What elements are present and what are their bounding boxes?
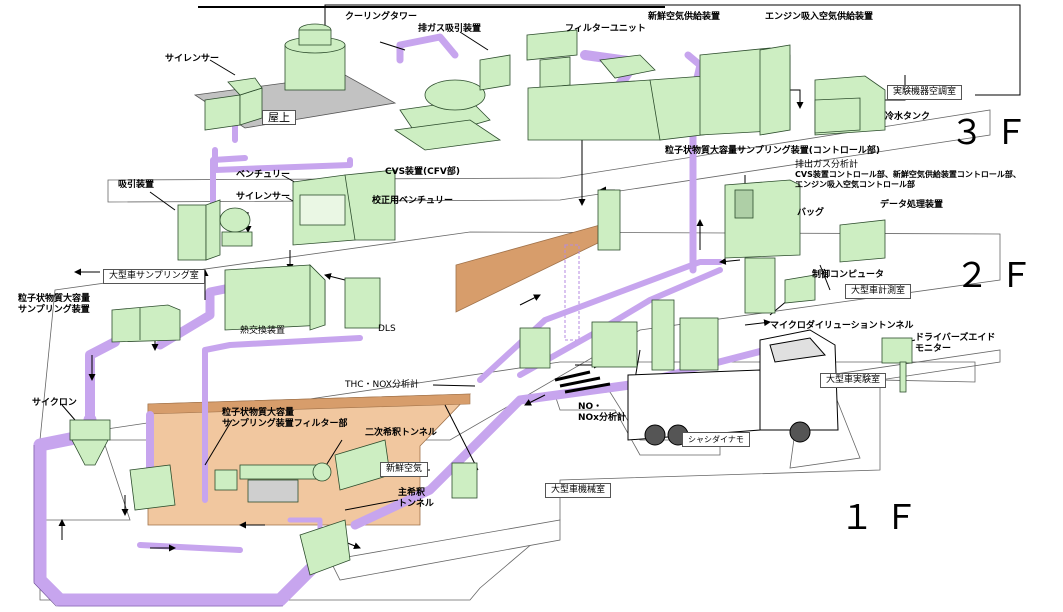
no-nox-line-2: NOx分析計 <box>578 413 626 424</box>
fresh-air-label: 新鮮空気 <box>380 462 428 477</box>
slab-1f-front <box>330 520 560 580</box>
calib-venturi-label: 校正用ベンチュリー <box>372 196 453 207</box>
machine-room-label: 大型車機械室 <box>545 483 611 498</box>
data-processor-label: データ処理装置 <box>880 200 943 211</box>
fresh-air-supply-label: 新鮮空気供給装置 <box>648 12 720 23</box>
floor-2f-label: ２Ｆ <box>955 258 1043 294</box>
floor-3f-label: ３Ｆ <box>950 115 1038 151</box>
pm-filter-label: 粒子状物質大容量 サンプリング装置フィルター部 <box>222 408 348 430</box>
micro-tunnel-label: マイクロダイリューショントンネル <box>770 321 913 332</box>
heat-exchanger-label: 熱交換装置 <box>240 326 285 337</box>
exhaust-fan-label: 排ガス吸引装置 <box>418 24 481 35</box>
sampling-room-label: 大型車サンプリング室 <box>103 269 205 284</box>
duct-dashed <box>565 245 579 340</box>
bag-label: バッグ <box>797 208 824 219</box>
cvs-control-line-1: CVS装置コントロール部、新鮮空気供給装置コントロール部、 <box>795 170 1021 180</box>
pm-filter-line-2: サンプリング装置フィルター部 <box>222 419 348 430</box>
floor-1f-label: １Ｆ <box>840 500 928 536</box>
control-computer-label: 制御コンピュータ <box>812 270 884 281</box>
filter-unit-label: フィルターユニット <box>565 24 646 35</box>
venturi-label: ベンチュリー <box>236 170 290 181</box>
no-nox-label: NO・ NOx分析計 <box>578 402 626 424</box>
measure-room-label: 大型車計測室 <box>845 284 911 299</box>
main-tunnel-line-2: トンネル <box>398 499 434 510</box>
silencer-mid-label: サイレンサー <box>236 192 290 203</box>
cyclone-label: サイクロン <box>32 398 77 409</box>
lab-ac-room-label: 実験機器空調室 <box>887 85 962 100</box>
driver-aid-line-2: モニター <box>915 344 995 355</box>
chilled-tank-label: 冷水タンク <box>885 112 930 123</box>
silencer-top-label: サイレンサー <box>165 54 219 65</box>
wall-panel <box>456 225 600 312</box>
lab-room-label: 大型車実験室 <box>820 373 886 388</box>
driver-aid-line-1: ドライバーズエイド <box>915 333 995 344</box>
roof-label: 屋上 <box>262 110 296 125</box>
main-tunnel-line-1: 主希釈 <box>398 488 434 499</box>
cvs-cfv-label: CVS装置(CFV部) <box>385 167 460 178</box>
pm-filter-line-1: 粒子状物質大容量 <box>222 408 348 419</box>
no-nox-line-1: NO・ <box>578 402 626 413</box>
secondary-tunnel-label: 二次希釈トンネル <box>365 428 437 439</box>
pm-sampler-line-2: サンプリング装置 <box>18 305 90 316</box>
dls-label: DLS <box>378 324 396 335</box>
cooling-tower-label: クーリングタワー <box>345 12 417 23</box>
pm-sampler-label: 粒子状物質大容量 サンプリング装置 <box>18 294 90 316</box>
pm-sampler-line-1: 粒子状物質大容量 <box>18 294 90 305</box>
thc-nox-label: THC・NOX分析計 <box>345 380 419 391</box>
suction-device-label: 吸引装置 <box>118 180 154 191</box>
driver-aid-label: ドライバーズエイド モニター <box>915 333 995 355</box>
main-tunnel-label: 主希釈 トンネル <box>398 488 434 510</box>
cvs-control-label: CVS装置コントロール部、新鮮空気供給装置コントロール部、 エンジン吸入空気コン… <box>795 170 1021 190</box>
pm-control-label: 粒子状物質大容量サンプリング装置(コントロール部) <box>665 146 880 157</box>
engine-air-supply-label: エンジン吸入空気供給装置 <box>765 12 873 23</box>
cvs-control-line-2: エンジン吸入空気コントロール部 <box>795 180 1021 190</box>
chassis-dyno-label: シャシダイナモ <box>682 432 750 447</box>
